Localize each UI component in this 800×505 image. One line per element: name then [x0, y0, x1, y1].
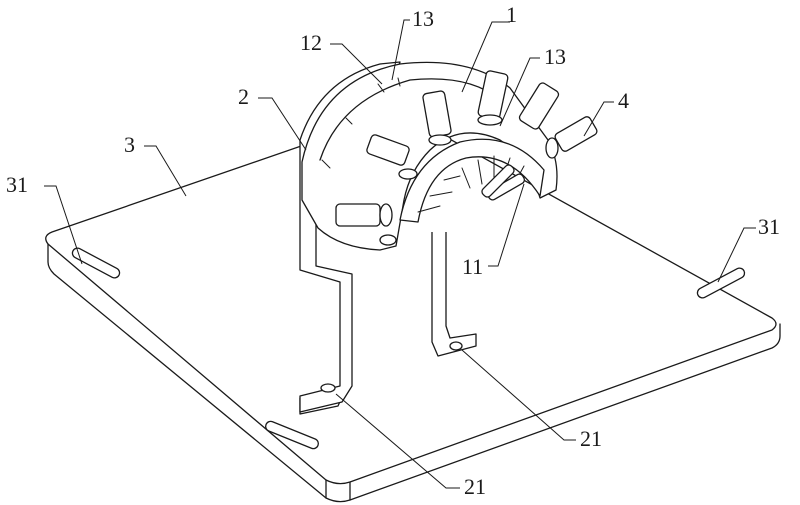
- label-4: 4: [618, 88, 629, 113]
- label-12: 12: [300, 30, 322, 55]
- label-3: 3: [124, 132, 135, 157]
- label-2: 2: [238, 84, 249, 109]
- label-21-right: 21: [580, 426, 602, 451]
- label-1: 1: [506, 2, 517, 27]
- label-21-left: 21: [464, 474, 486, 499]
- label-31-right: 31: [758, 214, 780, 239]
- label-13-right: 13: [544, 44, 566, 69]
- label-13-left: 13: [412, 6, 434, 31]
- label-11: 11: [462, 254, 483, 279]
- label-31-left: 31: [6, 172, 28, 197]
